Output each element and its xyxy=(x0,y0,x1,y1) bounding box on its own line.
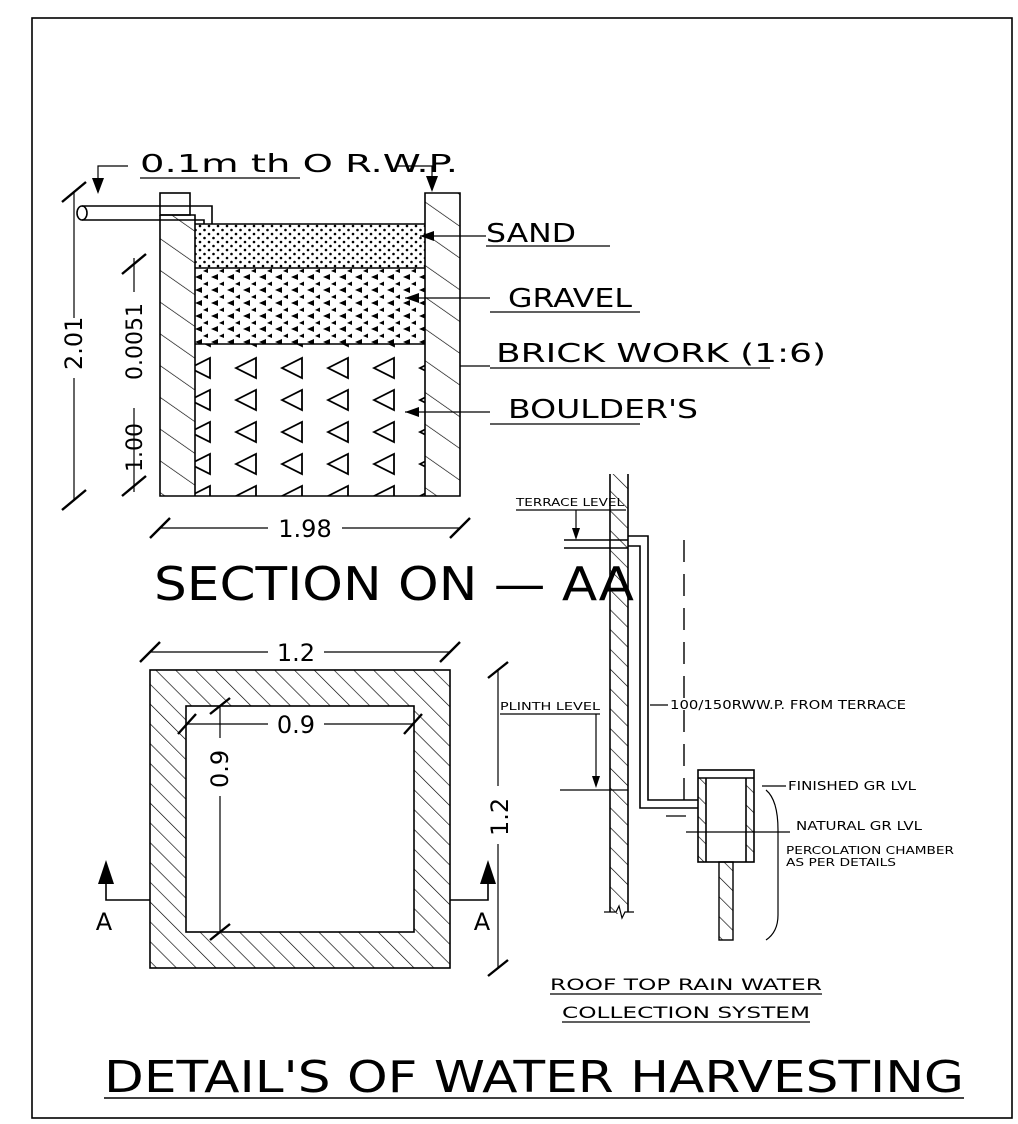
dim-upper-height: 0.0051 xyxy=(123,303,148,380)
section-mark-right: A xyxy=(474,908,491,936)
inlet-pipe xyxy=(76,205,213,224)
section-title: SECTION ON — AA xyxy=(154,557,635,611)
section-view: 0.1m th O R.W.P. SAND GRAVEL BRICK WORK … xyxy=(56,149,826,611)
chamber-left-wall xyxy=(698,778,706,862)
building-wall xyxy=(610,474,628,914)
sand-layer xyxy=(195,224,425,268)
plinth-level-label: PLINTH LEVEL xyxy=(500,700,601,713)
dim-lower-height: 1.00 xyxy=(123,423,148,472)
chamber-label-line1: PERCOLATION CHAMBER xyxy=(786,844,954,857)
section-mark-left: A xyxy=(96,908,113,936)
plan-wall-hatch xyxy=(150,670,450,968)
boulder-layer xyxy=(195,344,425,496)
sand-label: SAND xyxy=(486,219,576,249)
chamber-label-line2: AS PER DETAILS xyxy=(786,856,896,869)
roof-top-system: TERRACE LEVEL 100/150RWW.P. FROM TERRACE… xyxy=(500,474,954,1023)
plan-inner-dim-h: 0.9 xyxy=(277,711,315,739)
roof-caption-line2: COLLECTION SYSTEM xyxy=(562,1003,810,1022)
chamber-filter-rod xyxy=(718,861,734,941)
plan-inner-dim-v: 0.9 xyxy=(206,750,234,788)
plan-outer-dim: 1.2 xyxy=(277,639,315,667)
plan-view: 1.2 0.9 0.9 1.2 A A xyxy=(96,638,514,977)
dim-total-height: 2.01 xyxy=(60,317,88,370)
roof-caption-line1: ROOF TOP RAIN WATER xyxy=(550,975,822,994)
gravel-label: GRAVEL xyxy=(508,284,633,314)
left-brick-wall xyxy=(160,215,195,496)
brick-work-label: BRICK WORK (1:6) xyxy=(496,339,826,369)
boulder-label: BOULDER'S xyxy=(508,395,698,425)
main-title: DETAIL'S OF WATER HARVESTING xyxy=(104,1052,964,1103)
terrace-level-label: TERRACE LEVEL xyxy=(515,496,625,509)
rwp-label: 100/150RWW.P. FROM TERRACE xyxy=(670,698,906,712)
gravel-layer xyxy=(195,268,425,344)
right-brick-wall xyxy=(425,193,460,496)
finished-gr-label: FINISHED GR LVL xyxy=(788,779,916,793)
chamber-right-wall xyxy=(746,778,754,862)
dim-width: 1.98 xyxy=(278,515,331,543)
natural-gr-label: NATURAL GR LVL xyxy=(796,819,922,833)
pipe-label: 0.1m th O R.W.P. xyxy=(140,149,458,178)
drawing-border xyxy=(31,17,1013,1119)
plan-outer-dim-v: 1.2 xyxy=(486,798,514,836)
